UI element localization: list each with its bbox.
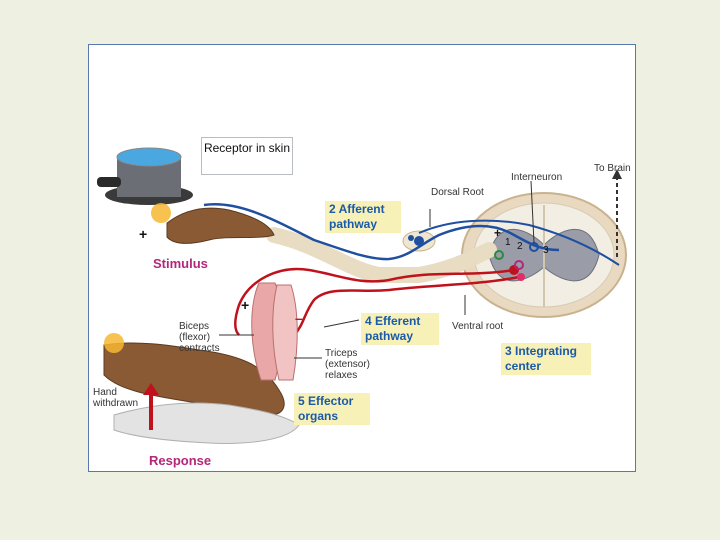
response-label: Response xyxy=(149,453,212,468)
pot-illustration xyxy=(97,147,193,205)
response-flash xyxy=(104,333,124,353)
diagram-frame: Receptor in skin Interneuron To Brain Do… xyxy=(88,44,636,472)
stimulus-flash xyxy=(151,203,171,223)
effector-organs-box: 5 Effector organs xyxy=(294,393,370,425)
receptor-label: Receptor in skin xyxy=(201,137,293,175)
afferent-neuron xyxy=(203,202,560,261)
efferent-neuron-extensor xyxy=(293,275,520,336)
synapse-number-2: 2 xyxy=(517,241,523,252)
reflex-arc-illustration xyxy=(97,147,627,444)
receptor-label-text: Receptor in skin xyxy=(203,141,291,155)
ghost-arm xyxy=(113,402,300,444)
synapse-plus-sign: + xyxy=(494,226,502,240)
biceps-label: Biceps (flexor) contracts xyxy=(179,321,220,354)
efferent-neuron-flexor xyxy=(234,267,515,336)
muscles xyxy=(251,282,298,381)
dorsal-root-label: Dorsal Root xyxy=(431,187,484,198)
synapse-number-3: 3 xyxy=(543,245,549,256)
spinal-nerve xyxy=(266,227,497,283)
hand-withdrawn-label: Hand withdrawn xyxy=(93,387,139,409)
triceps-label: Triceps (extensor) relaxes xyxy=(325,348,371,381)
stimulus-plus-sign: + xyxy=(139,226,148,242)
ventral-root-label: Ventral root xyxy=(452,321,504,332)
integrating-center-box: 3 Integrating center xyxy=(501,343,591,375)
upper-hand xyxy=(166,207,275,244)
stimulus-label: Stimulus xyxy=(153,256,208,271)
triceps-minus-sign: – xyxy=(295,310,303,326)
response-arm xyxy=(103,342,285,416)
spinal-cord xyxy=(461,192,627,318)
interneuron-label: Interneuron xyxy=(511,172,563,183)
to-brain-label: To Brain xyxy=(594,163,631,174)
efferent-pathway-box: 4 Efferent pathway xyxy=(361,313,439,345)
afferent-pathway-box: 2 Afferent pathway xyxy=(325,201,401,233)
synapse-number-1: 1 xyxy=(505,237,511,248)
biceps-plus-sign: + xyxy=(241,297,250,313)
